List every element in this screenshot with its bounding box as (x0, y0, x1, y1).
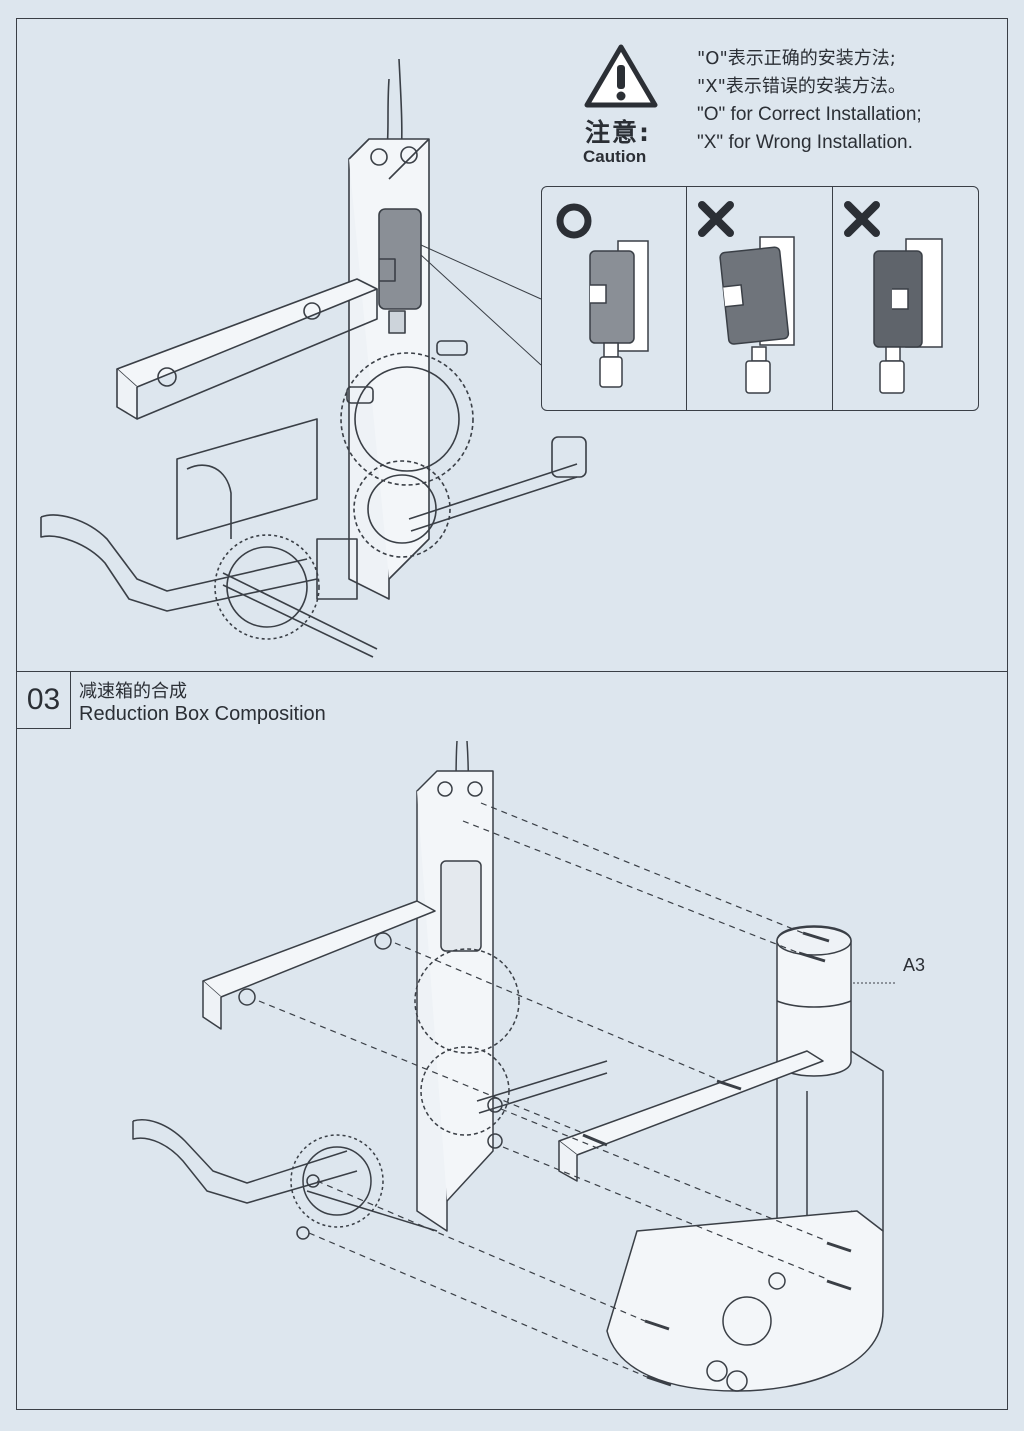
wrong-mark-icon (844, 201, 880, 237)
comparison-wrong-2 (832, 187, 978, 410)
step-title-zh: 减速箱的合成 (79, 681, 187, 702)
step-number: 03 (17, 671, 71, 729)
warning-triangle-icon (584, 44, 658, 108)
step-title-en: Reduction Box Composition (79, 703, 326, 725)
callout-leader-lines (420, 244, 542, 366)
section-divider (17, 671, 1007, 672)
caution-text: "O"表示正确的安装方法; "X"表示错误的安装方法。 "O" for Corr… (697, 45, 922, 157)
comparison-wrong-1 (686, 187, 832, 410)
wrong-mark-icon (698, 201, 734, 237)
comparison-correct (542, 187, 686, 410)
caution-line-zh-1: "O"表示正确的安装方法; (697, 48, 896, 69)
motor-wrong-offset-icon (873, 238, 943, 394)
caution-line-zh-2: "X"表示错误的安装方法。 (697, 76, 906, 97)
reduction-box-assembly-illustration (132, 740, 897, 1392)
comparison-divider (686, 187, 687, 410)
gearbox-motor-illustration (40, 58, 587, 658)
part-label-a3: A3 (903, 955, 926, 975)
step-header: 03 减速箱的合成 Reduction Box Composition (17, 671, 417, 731)
caution-line-en-2: "X" for Wrong Installation. (697, 132, 913, 153)
caution-label-en: Caution (583, 147, 647, 166)
correct-mark-icon (556, 203, 592, 239)
motor-correct-icon (589, 240, 649, 388)
caution-label-zh: 注意: (585, 118, 651, 147)
motor-wrong-tilted-icon (719, 236, 795, 394)
page-frame: 注意: Caution "O"表示正确的安装方法; "X"表示错误的安装方法。 … (16, 18, 1008, 1410)
caution-line-en-1: "O" for Correct Installation; (697, 104, 922, 125)
comparison-divider (832, 187, 833, 410)
caution-block: 注意: Caution "O"表示正确的安装方法; "X"表示错误的安装方法。 … (583, 43, 1003, 193)
installation-comparison-box (541, 186, 979, 411)
